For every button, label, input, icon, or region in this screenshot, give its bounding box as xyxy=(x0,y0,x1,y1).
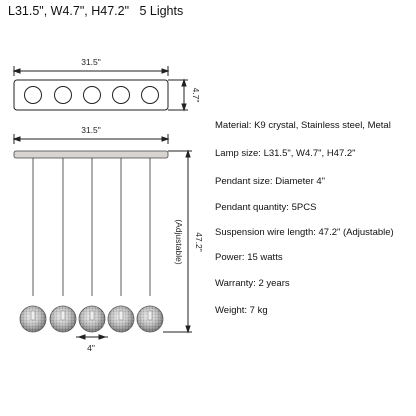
canopy-bar xyxy=(13,150,169,159)
suspension-wires xyxy=(32,158,151,296)
pendant-globe-2 xyxy=(49,305,77,333)
top-width-arrow-top xyxy=(181,78,187,87)
height-note: (Adjustable) xyxy=(174,219,184,265)
canopy-top-view xyxy=(13,79,169,111)
height-arrow-top xyxy=(185,149,191,158)
pendant-diameter-label: 4" xyxy=(87,343,95,353)
pendant-globe-5 xyxy=(136,305,164,333)
height-label: 47.2" xyxy=(194,232,204,252)
pendant-globe-3 xyxy=(78,305,106,333)
spec-power: Power: 15 watts xyxy=(215,252,283,263)
top-view xyxy=(12,66,188,112)
header-dimensions: L31.5", W4.7", H47.2" xyxy=(8,4,130,18)
height-arrow-bottom xyxy=(185,325,191,334)
top-view-pendant-4 xyxy=(112,86,130,104)
top-view-pendant-1 xyxy=(24,86,42,104)
spec-weight: Weight: 7 kg xyxy=(215,305,268,316)
front-length-label: 31.5" xyxy=(81,125,101,135)
top-width-arrow-bottom xyxy=(181,103,187,112)
pendant-diameter-dimension xyxy=(76,334,108,340)
spec-wire-length: Suspension wire length: 47.2" (Adjustabl… xyxy=(215,227,394,238)
top-view-pendant-5 xyxy=(141,86,159,104)
spec-lamp-size: Lamp size: L31.5", W4.7", H47.2" xyxy=(215,148,356,159)
product-header: L31.5", W4.7", H47.2" 5 Lights xyxy=(8,4,183,18)
top-view-pendant-2 xyxy=(54,86,72,104)
top-length-arrow-right xyxy=(161,68,170,74)
front-length-arrow-left xyxy=(12,136,21,142)
front-view xyxy=(12,134,170,144)
spec-warranty: Warranty: 2 years xyxy=(215,278,290,289)
spec-pendant-quantity: Pendant quantity: 5PCS xyxy=(215,202,317,213)
top-length-arrow-left xyxy=(12,68,21,74)
spec-material: Material: K9 crystal, Stainless steel, M… xyxy=(215,120,391,131)
top-width-label: 4.7" xyxy=(191,88,201,103)
pendant-globe-4 xyxy=(107,305,135,333)
height-dimension xyxy=(163,149,192,334)
spec-pendant-size: Pendant size: Diameter 4" xyxy=(215,176,326,187)
header-lights: 5 Lights xyxy=(139,4,184,18)
pendant-globe-1 xyxy=(19,305,47,333)
diameter-arrow-left xyxy=(77,334,86,340)
top-view-pendant-3 xyxy=(83,86,101,104)
front-length-arrow-right xyxy=(161,136,170,142)
top-length-label: 31.5" xyxy=(81,57,101,67)
pendant-globes xyxy=(19,305,164,333)
diameter-arrow-right xyxy=(98,334,107,340)
